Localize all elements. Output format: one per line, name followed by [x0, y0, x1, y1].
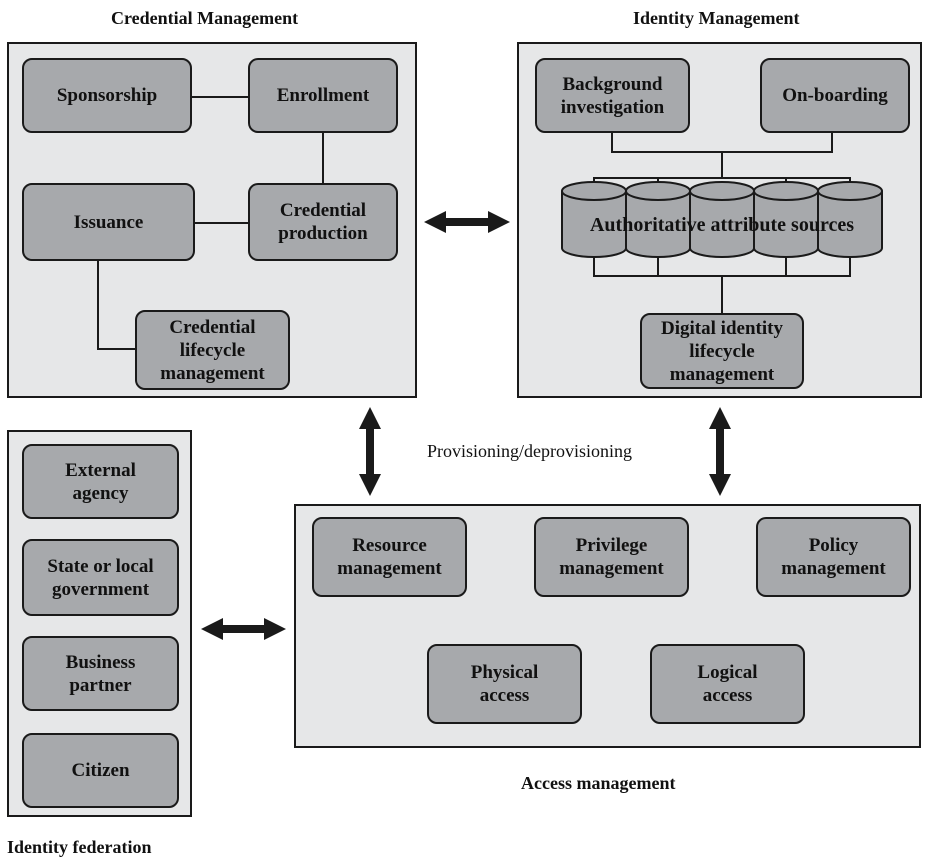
double-arrow-horizontal-icon — [201, 618, 286, 640]
double-arrow-horizontal-icon — [424, 211, 510, 233]
issuance-box: Issuance — [22, 183, 195, 261]
digital-identity-lifecycle-box: Digital identity lifecycle management — [640, 313, 804, 389]
privilege-management-box: Privilege management — [534, 517, 689, 597]
credential-production-box: Credential production — [248, 183, 398, 261]
authoritative-databases — [561, 181, 883, 258]
logical-access-box: Logical access — [650, 644, 805, 724]
database-icon — [817, 181, 883, 258]
connector-top-bus — [611, 132, 833, 153]
state-local-government-box: State or local government — [22, 539, 179, 616]
connector-issuance-lifecycle — [97, 260, 135, 350]
double-arrow-vertical-icon — [359, 407, 381, 496]
onboarding-box: On-boarding — [760, 58, 910, 133]
database-icon — [561, 181, 627, 258]
credential-management-title: Credential Management — [111, 8, 299, 28]
resource-management-box: Resource management — [312, 517, 467, 597]
identity-management-title: Identity Management — [633, 8, 800, 28]
identity-federation-title: Identity federation — [7, 837, 152, 857]
credential-lifecycle-box: Credential lifecycle management — [135, 310, 290, 390]
background-investigation-box: Background investigation — [535, 58, 690, 133]
policy-management-box: Policy management — [756, 517, 911, 597]
enrollment-box: Enrollment — [248, 58, 398, 133]
provisioning-label: Provisioning/deprovisioning — [427, 441, 633, 461]
business-partner-box: Business partner — [22, 636, 179, 711]
sponsorship-box: Sponsorship — [22, 58, 192, 133]
external-agency-box: External agency — [22, 444, 179, 519]
physical-access-box: Physical access — [427, 644, 582, 724]
database-icon — [689, 181, 755, 258]
access-management-title: Access management — [521, 773, 676, 793]
connector-db-bottom-bus — [593, 255, 851, 277]
database-icon — [753, 181, 819, 258]
authoritative-sources-label: Authoritative attribute sources — [589, 214, 855, 236]
double-arrow-vertical-icon — [709, 407, 731, 496]
citizen-box: Citizen — [22, 733, 179, 808]
